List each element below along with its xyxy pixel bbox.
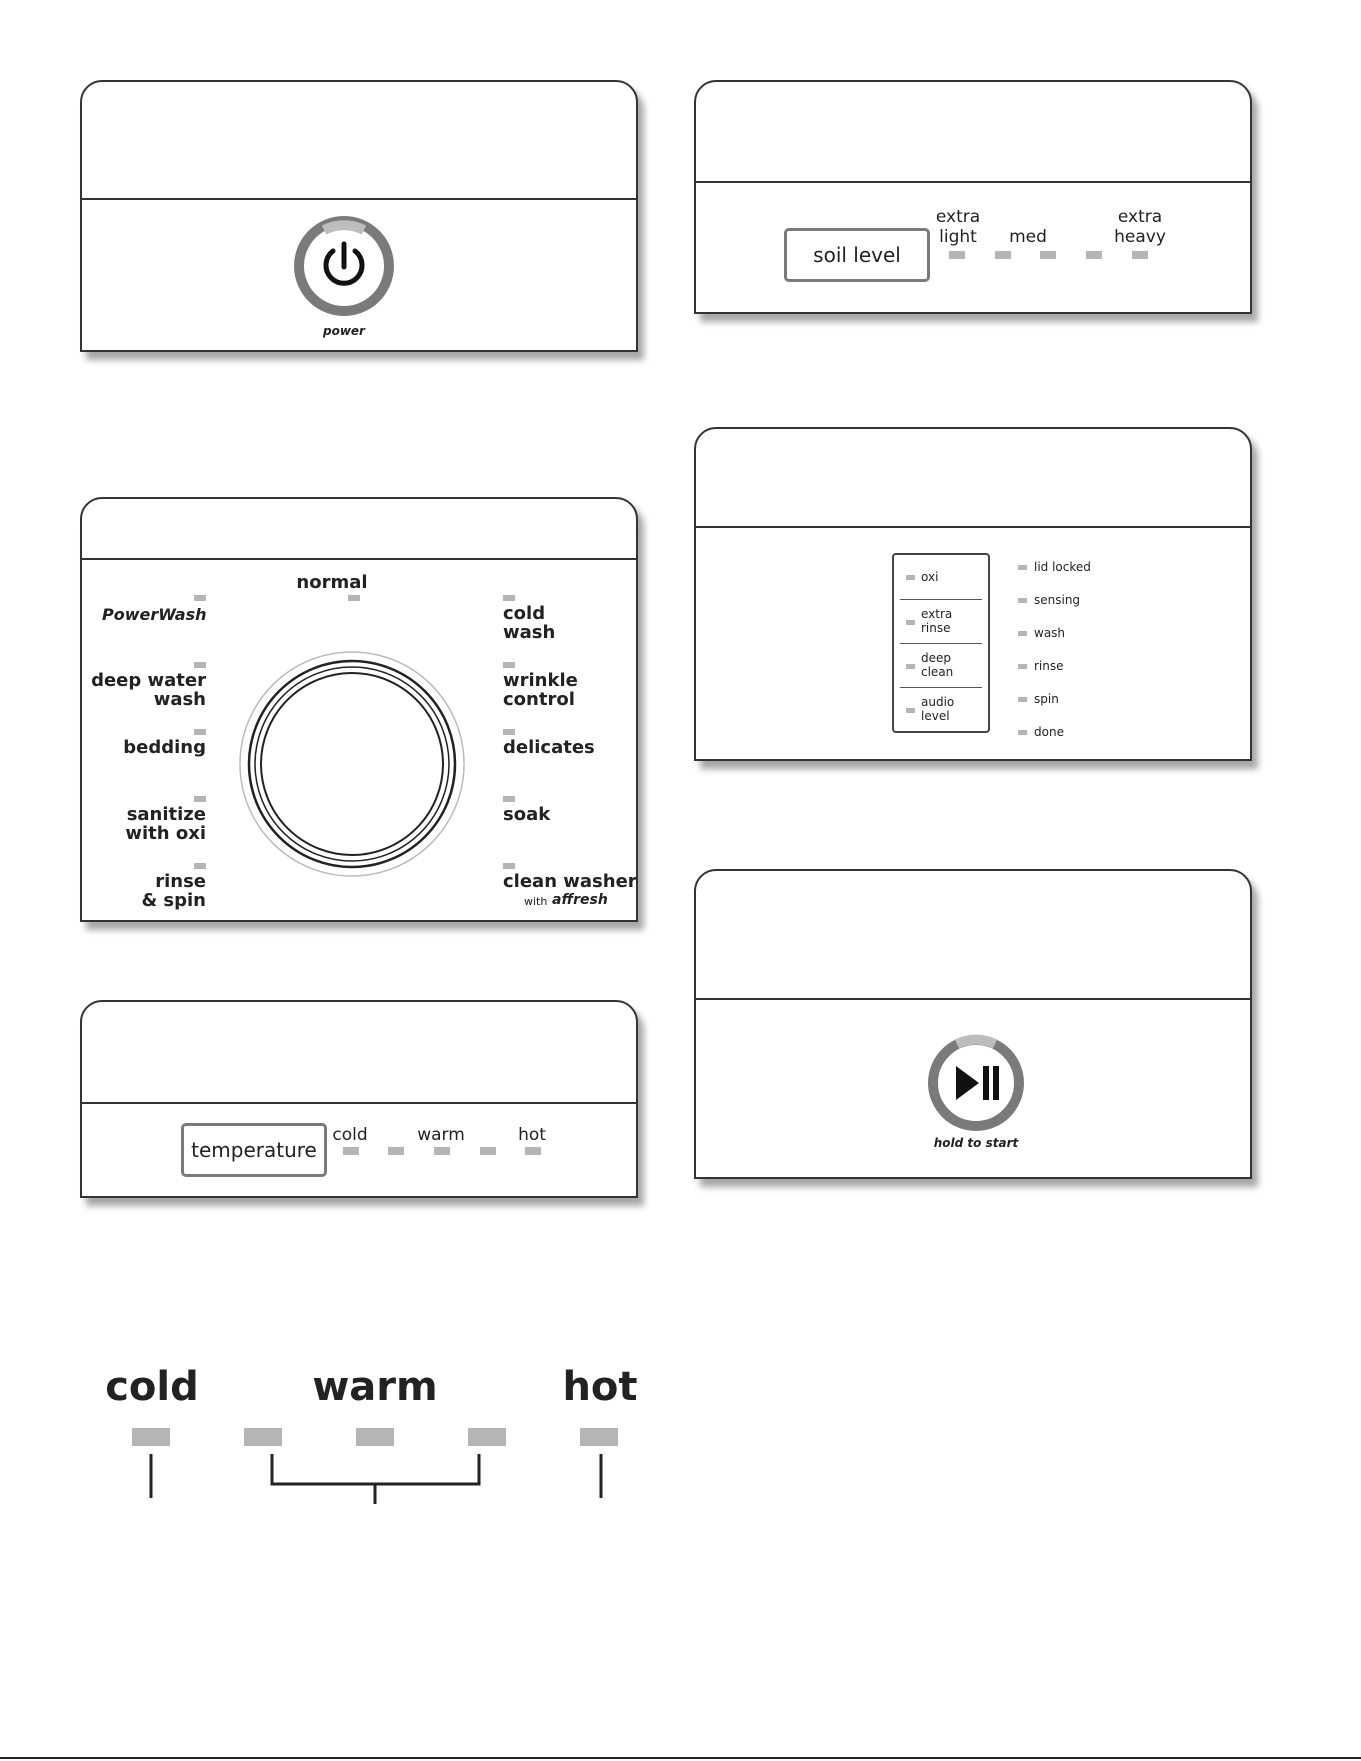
option-oxi-led xyxy=(906,575,915,580)
option-extra-rinse-led xyxy=(906,620,915,625)
legend-led xyxy=(580,1428,618,1446)
power-label: power xyxy=(323,324,365,338)
status-led xyxy=(1018,664,1027,669)
cycle-led xyxy=(503,595,515,601)
status-done: done xyxy=(1034,725,1064,739)
legend-hot-label: hot xyxy=(562,1364,638,1410)
soil-led xyxy=(1132,251,1148,259)
cycle-led xyxy=(194,662,206,668)
panel-divider xyxy=(82,558,636,560)
legend-brackets xyxy=(149,1454,603,1504)
affresh-logo: affresh xyxy=(552,892,608,908)
temp-hot-label: hot xyxy=(518,1125,546,1145)
legend-led xyxy=(132,1428,170,1446)
status-led xyxy=(1018,697,1027,702)
power-panel: power xyxy=(80,80,638,352)
cycle-led xyxy=(194,863,206,869)
cycle-led xyxy=(194,595,206,601)
panel-divider xyxy=(696,181,1250,183)
temperature-button[interactable]: temperature xyxy=(181,1123,327,1177)
cycle-rinse-spin-label: rinse& spin xyxy=(141,871,206,911)
legend-warm-label: warm xyxy=(312,1364,438,1410)
panel-divider xyxy=(82,198,636,200)
cycle-led xyxy=(194,729,206,735)
legend-led xyxy=(356,1428,394,1446)
soil-led xyxy=(995,251,1011,259)
cycle-led xyxy=(503,863,515,869)
start-pause-button[interactable] xyxy=(927,1034,1025,1132)
temperature-panel: temperature cold warm hot xyxy=(80,1000,638,1198)
power-icon xyxy=(323,241,365,286)
panel-divider xyxy=(82,1102,636,1104)
soil-level-button[interactable]: soil level xyxy=(784,228,930,282)
legend-led xyxy=(468,1428,506,1446)
temp-led xyxy=(388,1147,404,1155)
soil-led xyxy=(949,251,965,259)
options-divider xyxy=(900,687,982,688)
temp-led xyxy=(434,1147,450,1155)
cycle-led xyxy=(503,662,515,668)
cycle-led xyxy=(503,729,515,735)
soil-led xyxy=(1040,251,1056,259)
options-divider xyxy=(900,643,982,644)
power-button[interactable] xyxy=(293,215,395,317)
temp-led xyxy=(343,1147,359,1155)
cycle-led xyxy=(194,796,206,802)
cycle-dial[interactable] xyxy=(237,649,467,879)
option-audio-led xyxy=(906,708,915,713)
powerwash-logo: PowerWash xyxy=(102,605,207,624)
legend-led xyxy=(244,1428,282,1446)
cycle-bedding-label: bedding xyxy=(123,737,206,758)
status-lid-locked: lid locked xyxy=(1034,560,1091,574)
cycle-clean-washer-label: clean washer xyxy=(503,871,637,892)
status-wash: wash xyxy=(1034,626,1066,640)
temp-cold-label: cold xyxy=(332,1125,368,1145)
status-led xyxy=(1018,565,1027,570)
status-led xyxy=(1018,730,1027,735)
soil-led xyxy=(1086,251,1102,259)
cycle-normal-label: normal xyxy=(296,572,368,593)
soil-med-label: med xyxy=(1009,227,1047,247)
cycle-with-label: with xyxy=(524,895,548,908)
option-deep-clean-led xyxy=(906,664,915,669)
panel-divider xyxy=(696,526,1250,528)
cycle-led xyxy=(503,796,515,802)
cycle-soak-label: soak xyxy=(503,804,551,825)
panel-divider xyxy=(696,998,1250,1000)
temp-led xyxy=(525,1147,541,1155)
option-oxi-label: oxi xyxy=(921,570,939,584)
legend-cold-label: cold xyxy=(105,1364,199,1410)
start-panel: hold to start xyxy=(694,869,1252,1179)
temp-led xyxy=(480,1147,496,1155)
status-spin: spin xyxy=(1034,692,1059,706)
options-divider xyxy=(900,599,982,600)
cycle-normal-led xyxy=(348,595,360,601)
status-led xyxy=(1018,631,1027,636)
status-rinse: rinse xyxy=(1034,659,1064,673)
cycle-delicates-label: delicates xyxy=(503,737,595,758)
footer-rule xyxy=(0,1757,1361,1759)
status-led xyxy=(1018,598,1027,603)
status-sensing: sensing xyxy=(1034,593,1081,607)
temp-warm-label: warm xyxy=(417,1125,465,1145)
play-pause-icon xyxy=(956,1066,999,1100)
start-label: hold to start xyxy=(933,1136,1019,1150)
